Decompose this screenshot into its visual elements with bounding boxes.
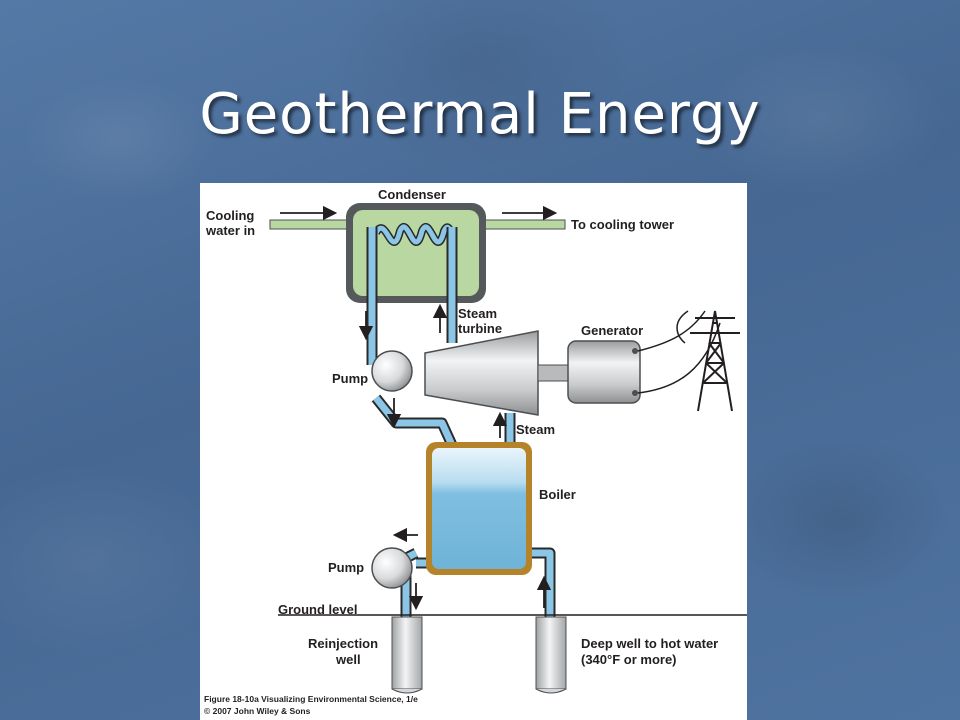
lower-pump xyxy=(371,547,413,589)
deep-well xyxy=(535,616,567,694)
lower-pump-label: Pump xyxy=(328,560,364,575)
steam-turbine-label-line2: turbine xyxy=(458,321,502,336)
water-circuit-pipes xyxy=(366,227,556,623)
geothermal-diagram: Condenser Cooling water in To cooling to… xyxy=(200,183,747,720)
reinjection-well-label-line1: Reinjection xyxy=(308,636,378,651)
upper-pump xyxy=(371,350,413,392)
ground-level-label: Ground level xyxy=(278,602,357,617)
boiler-label: Boiler xyxy=(539,487,576,502)
generator xyxy=(567,310,721,404)
deep-well-label-line1: Deep well to hot water xyxy=(581,636,718,651)
upper-pump-label: Pump xyxy=(332,371,368,386)
generator-label: Generator xyxy=(581,323,643,338)
cooling-water-in-label-line1: Cooling xyxy=(206,208,254,223)
figure-caption-line1: Figure 18-10a Visualizing Environmental … xyxy=(204,694,418,704)
slide-title: Geothermal Energy xyxy=(199,82,761,147)
boiler xyxy=(426,442,532,575)
figure-caption-line2: © 2007 John Wiley & Sons xyxy=(204,706,311,716)
steam-label: Steam xyxy=(516,422,555,437)
deep-well-label-line2: (340°F or more) xyxy=(581,652,677,667)
cooling-water-in-label-line2: water in xyxy=(205,223,255,238)
steam-turbine-label-line1: Steam xyxy=(458,306,497,321)
reinjection-well-label-line2: well xyxy=(335,652,361,667)
flow-arrows xyxy=(280,205,558,611)
steam-turbine xyxy=(424,330,569,416)
transmission-tower xyxy=(676,310,740,412)
to-cooling-tower-label: To cooling tower xyxy=(571,217,674,232)
condenser-label: Condenser xyxy=(378,187,446,202)
reinjection-well xyxy=(391,616,423,694)
